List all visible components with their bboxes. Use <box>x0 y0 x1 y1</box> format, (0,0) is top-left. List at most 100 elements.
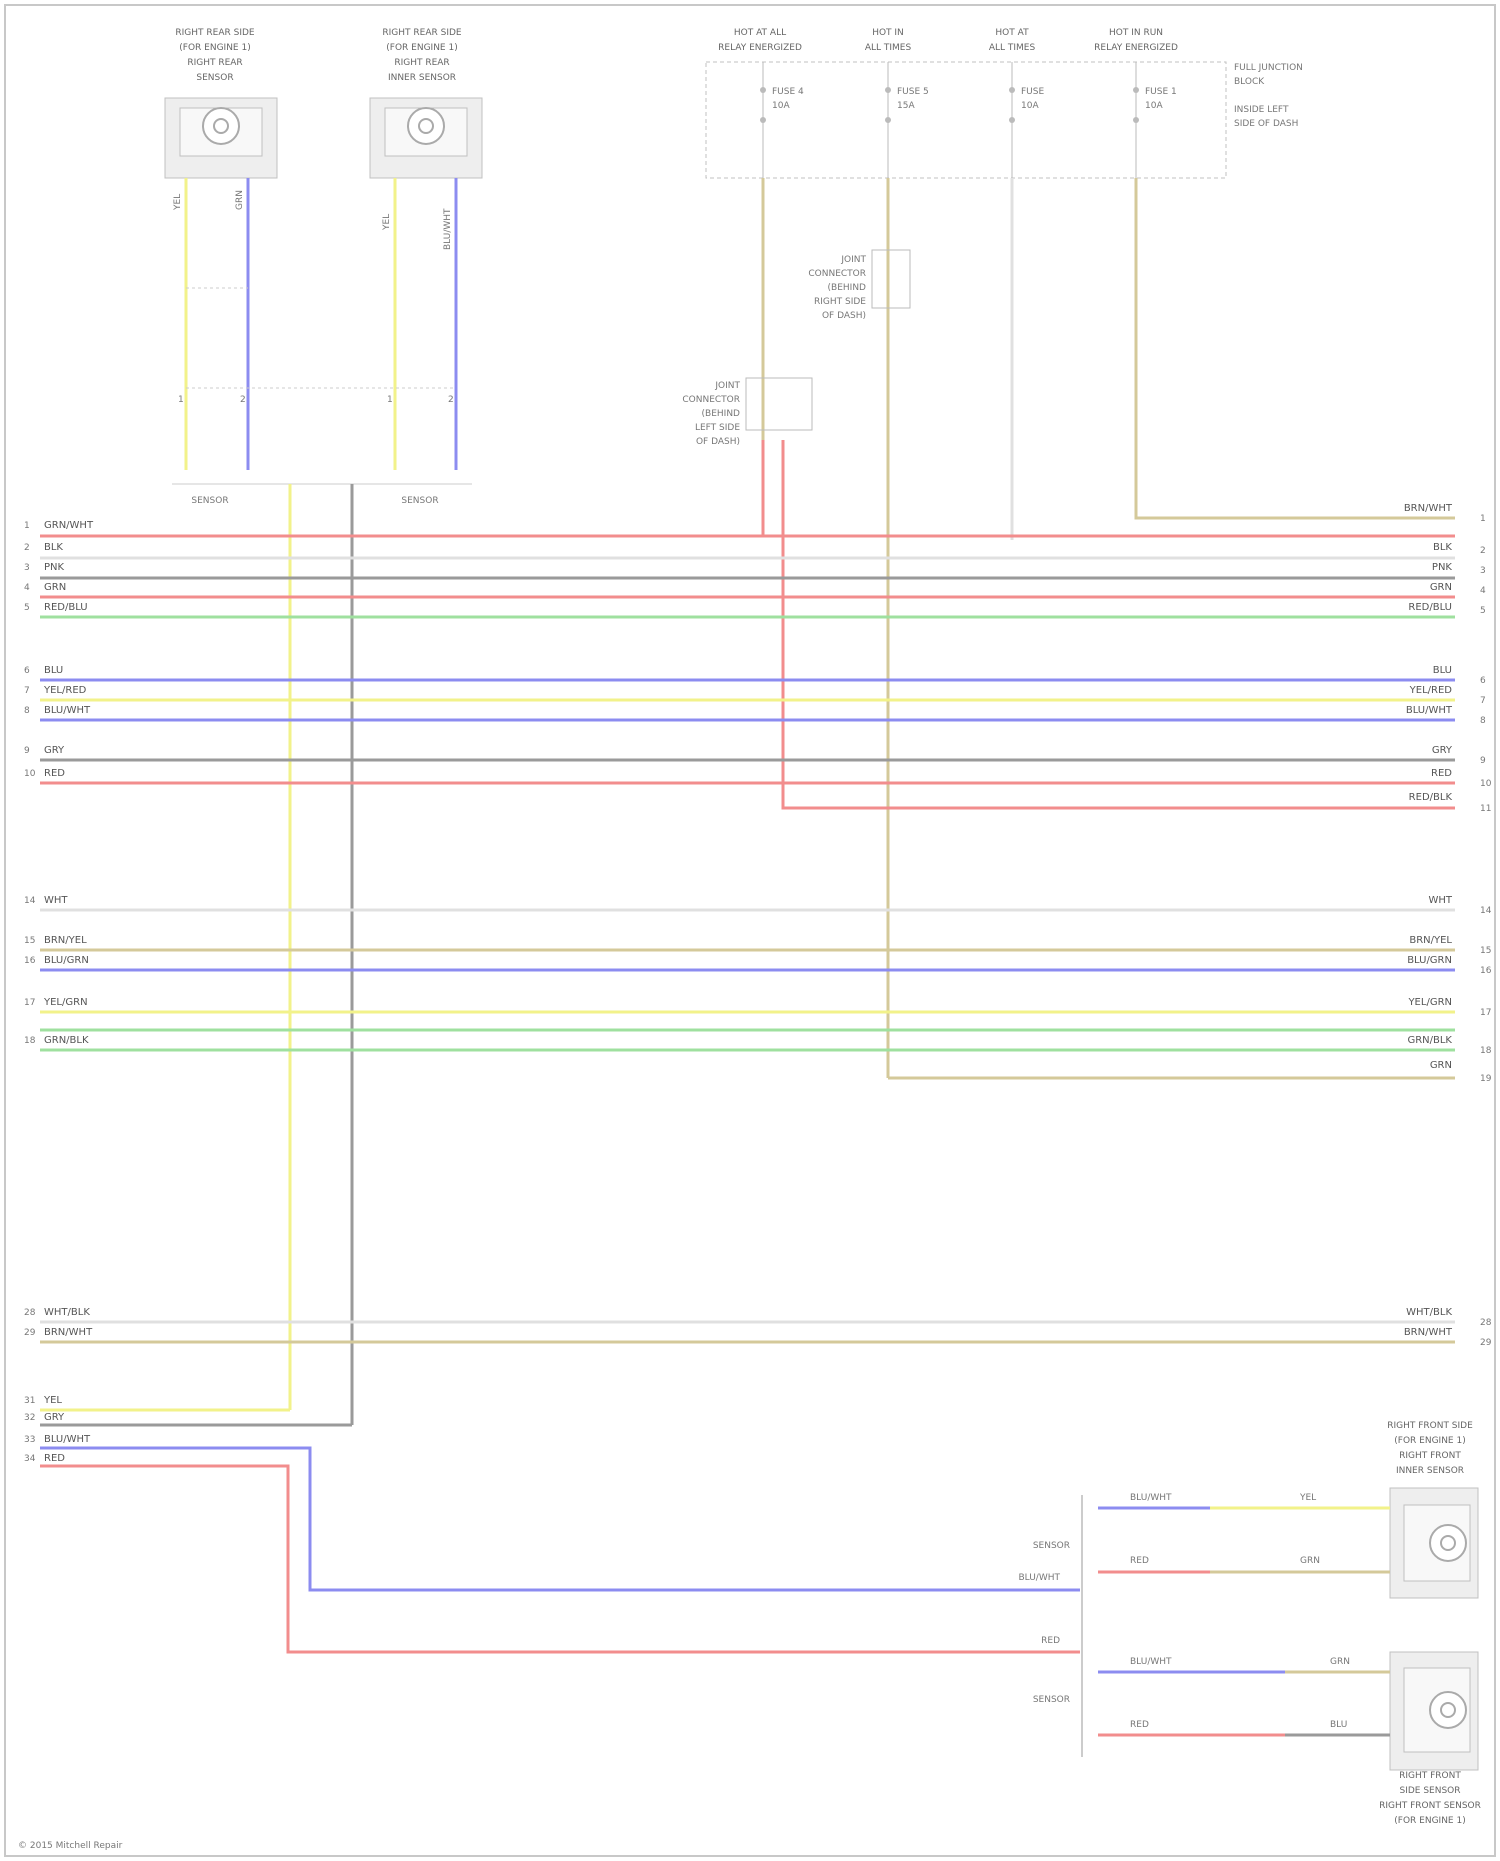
pin-number: 7 <box>1480 696 1486 706</box>
sensor-icon <box>165 98 277 178</box>
sensor-4-caption-line-2: SIDE SENSOR <box>1399 1786 1460 1796</box>
wire-label: YEL <box>173 194 183 211</box>
pin-number: 10 <box>1480 779 1492 789</box>
group-label: RED <box>1041 1636 1060 1646</box>
pin-number: 2 <box>24 543 30 553</box>
wire-label: BLU/WHT <box>443 208 453 250</box>
wire-code: GRN <box>44 582 66 593</box>
fuse-header: RELAY ENERGIZED <box>718 43 802 53</box>
wire-label: GRN <box>235 190 245 210</box>
sensor-4-caption-line-1: RIGHT FRONT <box>1399 1771 1461 1781</box>
wire-code: RED/BLU <box>1408 602 1452 613</box>
joint-connector-label: CONNECTOR <box>682 395 740 405</box>
wire-code: BLU <box>44 665 63 676</box>
pin-number: 29 <box>1480 1338 1492 1348</box>
pin-number: 14 <box>1480 906 1492 916</box>
pin-number: 1 <box>1480 514 1486 524</box>
sensor-3-caption-line-3: RIGHT FRONT <box>1399 1451 1461 1461</box>
fuse-box-note: FULL JUNCTION <box>1234 63 1303 73</box>
footer-credit: © 2015 Mitchell Repair <box>18 1841 123 1851</box>
wire-code: RED <box>1431 768 1452 779</box>
sensor-2-caption-line-4: INNER SENSOR <box>388 73 456 83</box>
pin-number: 2 <box>448 395 454 405</box>
sensor-3-caption-line-4: INNER SENSOR <box>1396 1466 1464 1476</box>
wire-code: GRN/BLK <box>1407 1035 1452 1046</box>
fuse-header: HOT AT <box>995 28 1029 38</box>
pin-number: 17 <box>24 998 35 1008</box>
wire-code: RED/BLU <box>44 602 88 613</box>
wire-code: WHT <box>44 895 68 906</box>
wire-code: YEL <box>43 1395 62 1406</box>
wire-code: RED <box>44 1453 65 1464</box>
pin-number: 1 <box>178 395 184 405</box>
fuse-label: FUSE <box>1021 87 1044 97</box>
pin-number: 17 <box>1480 1008 1491 1018</box>
pin-number: 7 <box>24 686 30 696</box>
pin-number: 18 <box>1480 1046 1492 1056</box>
joint-connector-label: OF DASH) <box>822 311 866 321</box>
pin-number: 8 <box>24 706 30 716</box>
pin-number: 8 <box>1480 716 1486 726</box>
wire-code: RED/BLK <box>1409 792 1453 803</box>
pin-number: 19 <box>1480 1074 1492 1084</box>
sensor-1-caption-line-2: (FOR ENGINE 1) <box>179 43 250 53</box>
pin-number: 16 <box>24 956 36 966</box>
pin-number: 6 <box>1480 676 1486 686</box>
pin-number: 11 <box>1480 804 1491 814</box>
wire-code: BLU/GRN <box>1407 955 1452 966</box>
fuse-header: HOT IN <box>872 28 904 38</box>
sensor-2-caption-line-1: RIGHT REAR SIDE <box>382 28 462 38</box>
fuse-header: ALL TIMES <box>865 43 912 53</box>
sensor-4-caption-line-4: (FOR ENGINE 1) <box>1394 1816 1465 1826</box>
wire-code: GRY <box>1432 745 1453 756</box>
wire-label: GRN <box>1300 1556 1320 1566</box>
splice-label: SENSOR <box>191 496 228 506</box>
fuse-box-note: INSIDE LEFT <box>1234 105 1289 115</box>
pin-number: 5 <box>24 603 30 613</box>
wire-code: GRN/BLK <box>44 1035 89 1046</box>
splice-label: SENSOR <box>401 496 438 506</box>
pin-number: 1 <box>24 521 30 531</box>
sensor-1-caption-line-3: RIGHT REAR <box>187 58 242 68</box>
fuse-rating: 15A <box>897 101 915 111</box>
pin-number: 1 <box>387 395 393 405</box>
fuse-label: FUSE 5 <box>897 87 929 97</box>
wire-label: YEL <box>1299 1493 1316 1503</box>
wire-code: YEL/RED <box>43 685 87 696</box>
wire-code: BRN/WHT <box>1404 1327 1453 1338</box>
wire-code: BLU/GRN <box>44 955 89 966</box>
joint-connector-label: LEFT SIDE <box>695 423 740 433</box>
wire-code: GRN <box>1430 1060 1452 1071</box>
pin-number: 4 <box>24 583 30 593</box>
fuse-box-note: SIDE OF DASH <box>1234 119 1298 129</box>
pin-number: 14 <box>24 896 36 906</box>
wire-code: BLU/WHT <box>44 1434 91 1445</box>
wire-code: BRN/YEL <box>1409 935 1452 946</box>
pin-number: 34 <box>24 1454 36 1464</box>
joint-connector-label: JOINT <box>714 381 740 391</box>
sensor-2-caption-line-3: RIGHT REAR <box>394 58 449 68</box>
wire-code: BRN/WHT <box>44 1327 93 1338</box>
fuse-label: FUSE 1 <box>1145 87 1177 97</box>
pin-number: 15 <box>1480 946 1491 956</box>
wire-label: YEL <box>382 214 392 231</box>
wire-code: PNK <box>44 562 65 573</box>
pin-number: 15 <box>24 936 35 946</box>
sensor-1-caption-line-1: RIGHT REAR SIDE <box>175 28 255 38</box>
pin-number: 3 <box>1480 566 1486 576</box>
pin-number: 3 <box>24 563 30 573</box>
pin-number: 18 <box>24 1036 36 1046</box>
pin-number: 29 <box>24 1328 36 1338</box>
wire-code: YEL/GRN <box>43 997 88 1008</box>
wire-code: WHT/BLK <box>1406 1307 1452 1318</box>
wire-code: GRN/WHT <box>44 520 94 531</box>
fuse-header: HOT IN RUN <box>1109 28 1163 38</box>
fuse-header: HOT AT ALL <box>734 28 786 38</box>
wire-code: PNK <box>1432 562 1453 573</box>
wire-code: GRY <box>44 1412 65 1423</box>
joint-connector-label: (BEHIND <box>702 409 741 419</box>
wire-label: BLU/WHT <box>1130 1493 1172 1503</box>
pin-number: 32 <box>24 1413 35 1423</box>
fuse-box-note: BLOCK <box>1234 77 1265 87</box>
